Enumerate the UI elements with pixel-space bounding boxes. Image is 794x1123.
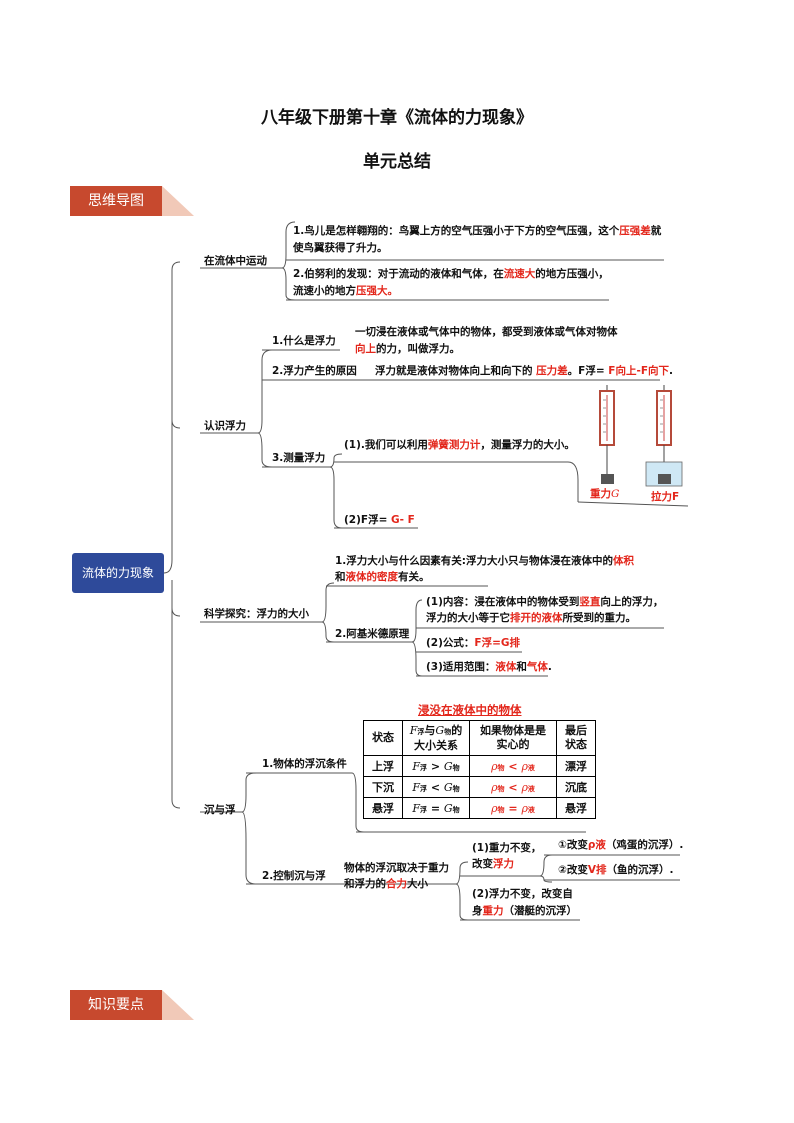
cell-final: 悬浮 xyxy=(556,797,596,819)
mindmap-root: 流体的力现象 xyxy=(72,553,164,593)
b4-c1-option1: ①改变ρ液（鸡蛋的沉浮）. xyxy=(558,839,684,851)
table-title: 浸没在液体中的物体 xyxy=(418,703,522,717)
page-subtitle: 单元总结 xyxy=(363,152,431,172)
th-solid: 如果物体是是实心的 xyxy=(469,720,557,756)
th-state: 状态 xyxy=(363,720,403,756)
b4-sub1: 1.物体的浮沉条件 xyxy=(262,758,347,770)
label-gravity: 重力G xyxy=(590,488,620,500)
b3-p1-line2: 浮力的大小等于它排开的液体所受到的重力。 xyxy=(426,612,636,624)
b2-sub1-text1: 一切浸在液体或气体中的物体，都受到液体或气体对物体 xyxy=(355,326,618,338)
badge-tail xyxy=(162,186,194,216)
b2-sub2-text: 浮力就是液体对物体向上和向下的 压力差。F浮= F向上-F向下. xyxy=(375,365,673,377)
branch-inquiry: 科学探究：浮力的大小 xyxy=(204,608,309,620)
b4-c1-line1: (1)重力不变， xyxy=(472,842,542,854)
cell-density: ρ物 < ρ液 xyxy=(469,755,557,777)
b3-item1-line2: 和液体的密度有关。 xyxy=(335,571,430,583)
b4-sub2-text2: 和浮力的合力大小 xyxy=(344,878,428,890)
page-title: 八年级下册第十章《流体的力现象》 xyxy=(261,108,533,128)
branch-sink-float: 沉与浮 xyxy=(204,804,236,816)
b3-p3: (3)适用范围：液体和气体. xyxy=(426,661,552,673)
spring-scale-figure-2 xyxy=(645,385,683,487)
b1-item1-line2: 使鸟翼获得了升力。 xyxy=(293,242,388,254)
b1-item1-line1: 1.鸟儿是怎样翱翔的：鸟翼上方的空气压强小于下方的空气压强，这个压强差就 xyxy=(293,225,662,237)
b2-sub3-a: (1).我们可以利用弹簧测力计，测量浮力的大小。 xyxy=(344,439,575,451)
label-pull-force: 拉力F xyxy=(651,491,680,503)
b4-c1-option2: ②改变V排（鱼的沉浮）. xyxy=(558,864,674,876)
b3-p2: (2)公式：F浮=G排 xyxy=(426,637,520,649)
section-badge-keypoints: 知识要点 xyxy=(70,990,162,1020)
b2-sub1: 1.什么是浮力 xyxy=(272,335,336,347)
b2-sub1-text2: 向上的力，叫做浮力。 xyxy=(355,343,460,355)
branch-buoyancy: 认识浮力 xyxy=(204,420,246,432)
section-badge-mindmap: 思维导图 xyxy=(70,186,162,216)
cell-relation: F浮 > G物 xyxy=(402,755,470,777)
cell-final: 沉底 xyxy=(556,776,596,798)
table-row: 下沉 F浮 < G物 ρ物 < ρ液 沉底 xyxy=(363,776,596,798)
b4-c2-line2: 身重力（潜艇的沉浮） xyxy=(472,905,577,917)
cell-state: 上浮 xyxy=(363,755,403,777)
cell-relation: F浮 = G物 xyxy=(402,797,470,819)
cell-final: 漂浮 xyxy=(556,755,596,777)
b4-sub2: 2.控制沉与浮 xyxy=(262,870,326,882)
b4-sub2-text1: 物体的浮沉取决于重力 xyxy=(344,862,449,874)
b4-c2-line1: (2)浮力不变，改变自 xyxy=(472,888,573,900)
th-final: 最后状态 xyxy=(556,720,596,756)
b3-archimedes: 2.阿基米德原理 xyxy=(335,628,410,640)
table-row: 悬浮 F浮 = G物 ρ物 = ρ液 悬浮 xyxy=(363,797,596,819)
b2-sub3: 3.测量浮力 xyxy=(272,452,326,464)
b1-item2-line2: 流速小的地方压强大。 xyxy=(293,285,398,297)
cell-state: 悬浮 xyxy=(363,797,403,819)
cell-relation: F浮 < G物 xyxy=(402,776,470,798)
b4-c1-line2: 改变浮力 xyxy=(472,858,514,870)
cell-state: 下沉 xyxy=(363,776,403,798)
table-row: 上浮 F浮 > G物 ρ物 < ρ液 漂浮 xyxy=(363,755,596,777)
spring-scale-figure-1 xyxy=(599,385,615,484)
cell-density: ρ物 < ρ液 xyxy=(469,776,557,798)
b3-item1-line1: 1.浮力大小与什么因素有关:浮力大小只与物体浸在液体中的体积 xyxy=(335,555,634,567)
branch-flow-motion: 在流体中运动 xyxy=(204,255,267,267)
b2-sub3-b: (2)F浮= G- F xyxy=(344,514,415,526)
th-relation: F浮与G物的大小关系 xyxy=(402,720,470,756)
cell-density: ρ物 = ρ液 xyxy=(469,797,557,819)
float-condition-table: 状态 F浮与G物的大小关系 如果物体是是实心的 最后状态 上浮 F浮 > G物 … xyxy=(363,720,596,819)
b2-sub2: 2.浮力产生的原因 xyxy=(272,365,357,377)
b1-item2-line1: 2.伯努利的发现：对于流动的液体和气体，在流速大的地方压强小， xyxy=(293,268,609,280)
badge-tail xyxy=(162,990,194,1020)
b3-p1-line1: (1)内容：浸在液体中的物体受到竖直向上的浮力， xyxy=(426,596,664,608)
